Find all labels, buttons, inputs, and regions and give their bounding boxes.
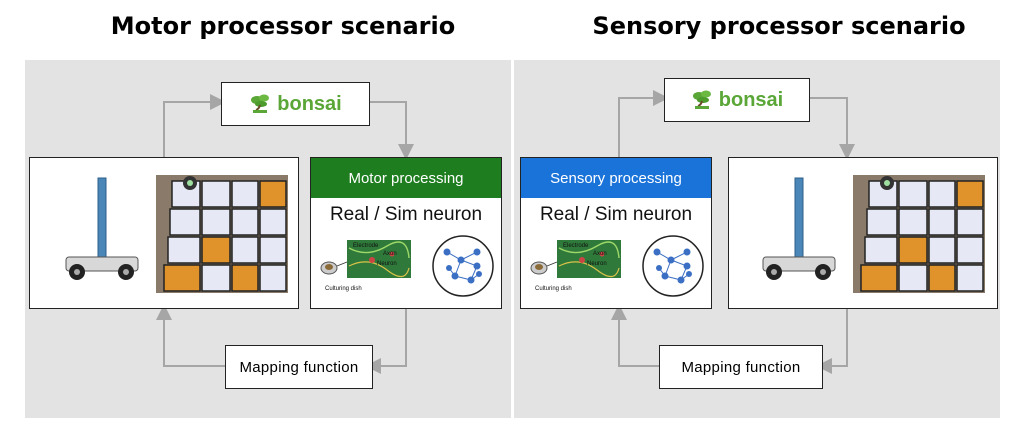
neuron-label: Real / Sim neuron <box>539 204 693 225</box>
electrode-label: Electrode <box>353 243 379 249</box>
sensory-processing-box: Sensory processing Real / Sim neuron Ele… <box>520 157 712 309</box>
bonsai-tree-icon <box>692 90 711 109</box>
mapping-function-box: Mapping function <box>225 345 373 389</box>
motor-processing-header: Motor processing <box>311 158 501 198</box>
motor-scenario-panel: bonsai <box>25 60 511 418</box>
electrode-dish-icon: Electrode Axon Neuron Culturing dish <box>320 240 411 292</box>
neuron-network-icon <box>642 235 704 297</box>
tile-grid-photo-icon <box>853 175 985 293</box>
sensory-scenario-panel: bonsai Sensory processing Real / Sim neu… <box>514 60 1000 418</box>
sensory-processing-header: Sensory processing <box>521 158 711 198</box>
neuron-network-icon <box>432 235 494 297</box>
neuron-fig-label: Neuron <box>587 261 607 267</box>
axon-label: Axon <box>383 251 397 257</box>
cartpole-robot-icon <box>762 177 836 280</box>
tile-grid-photo-icon <box>156 175 288 293</box>
mapping-function-box: Mapping function <box>659 345 823 389</box>
environment-box <box>728 157 998 309</box>
electrode-dish-icon: Electrode Axon Neuron Culturing dish <box>530 240 621 292</box>
dish-label: Culturing dish <box>325 286 362 292</box>
dish-label: Culturing dish <box>535 286 572 292</box>
axon-label: Axon <box>593 251 607 257</box>
bonsai-tree-icon <box>251 94 270 113</box>
motor-processing-box: Motor processing Real / Sim neuron Elect… <box>310 157 502 309</box>
environment-box <box>29 157 299 309</box>
bonsai-box: bonsai <box>664 78 810 122</box>
bonsai-label: bonsai <box>718 88 784 111</box>
motor-scenario-title: Motor processor scenario <box>110 12 456 40</box>
bonsai-box: bonsai <box>221 82 370 126</box>
sensory-flow-arrows <box>611 90 855 374</box>
neuron-fig-label: Neuron <box>377 261 397 267</box>
bonsai-label: bonsai <box>277 92 342 115</box>
motor-flow-arrows <box>156 94 414 374</box>
electrode-label: Electrode <box>563 243 589 249</box>
sensory-scenario-title: Sensory processor scenario <box>592 12 966 40</box>
neuron-label: Real / Sim neuron <box>329 204 483 225</box>
cartpole-robot-icon <box>65 177 139 280</box>
